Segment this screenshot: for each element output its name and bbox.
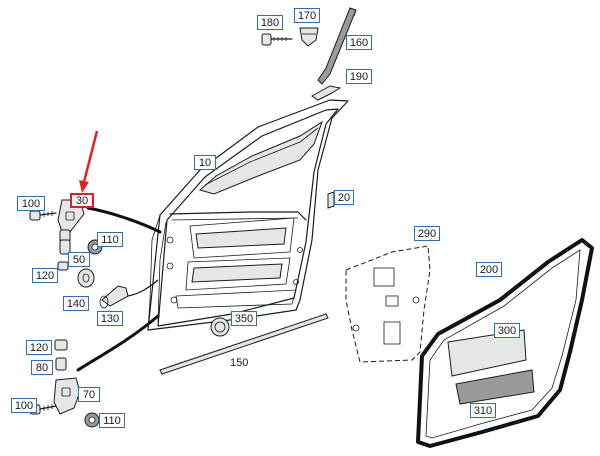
callout-30-highlighted: 30 xyxy=(70,193,94,208)
callout-120-upper: 120 xyxy=(32,268,58,283)
bolt-part xyxy=(29,210,57,221)
callout-70: 70 xyxy=(78,387,100,402)
bracket-part xyxy=(311,85,342,101)
callout-110-upper: 110 xyxy=(97,232,123,247)
callout-140: 140 xyxy=(63,296,89,311)
callout-310: 310 xyxy=(470,403,496,418)
red-pointer-arrow xyxy=(79,130,99,193)
sill-strip-part xyxy=(159,313,329,375)
callout-100-lower: 100 xyxy=(11,398,37,413)
bushing-part xyxy=(57,261,69,271)
callout-110-lower: 110 xyxy=(99,413,125,428)
callout-130: 130 xyxy=(97,311,123,326)
wire-harness-upper xyxy=(86,206,162,234)
door-shell-part xyxy=(147,99,349,331)
callout-160: 160 xyxy=(346,35,372,50)
trim-strip-part xyxy=(317,7,357,85)
grommet-part xyxy=(99,285,129,309)
callout-290: 290 xyxy=(414,226,440,241)
round-grommet-part xyxy=(210,317,230,337)
screw-part xyxy=(261,33,293,46)
callout-350: 350 xyxy=(231,311,257,326)
callout-120-lower: 120 xyxy=(26,340,52,355)
callout-180: 180 xyxy=(257,15,283,30)
wire-harness-middle xyxy=(127,279,159,297)
callout-150: 150 xyxy=(230,357,249,369)
callout-200: 200 xyxy=(476,262,502,277)
foam-pad-part xyxy=(455,369,535,405)
callout-20: 20 xyxy=(334,190,354,205)
cap-part xyxy=(77,268,95,288)
clip-part xyxy=(299,27,319,47)
callout-100-upper: 100 xyxy=(17,196,45,211)
bushing-part-lower xyxy=(54,339,68,351)
small-clip-part xyxy=(327,191,335,209)
lower-hinge-part xyxy=(53,377,81,415)
door-seal-part xyxy=(416,238,594,448)
upper-hinge-part xyxy=(57,199,85,255)
callout-80: 80 xyxy=(31,360,53,375)
vapor-barrier-part xyxy=(345,245,431,363)
callout-300: 300 xyxy=(494,323,520,338)
wire-harness-lower xyxy=(76,314,160,372)
callout-10: 10 xyxy=(194,155,216,170)
callout-170: 170 xyxy=(294,8,320,23)
spacer-part xyxy=(55,357,67,371)
nut-part-lower xyxy=(84,412,100,428)
callout-190: 190 xyxy=(346,69,372,84)
callout-50: 50 xyxy=(68,252,90,267)
